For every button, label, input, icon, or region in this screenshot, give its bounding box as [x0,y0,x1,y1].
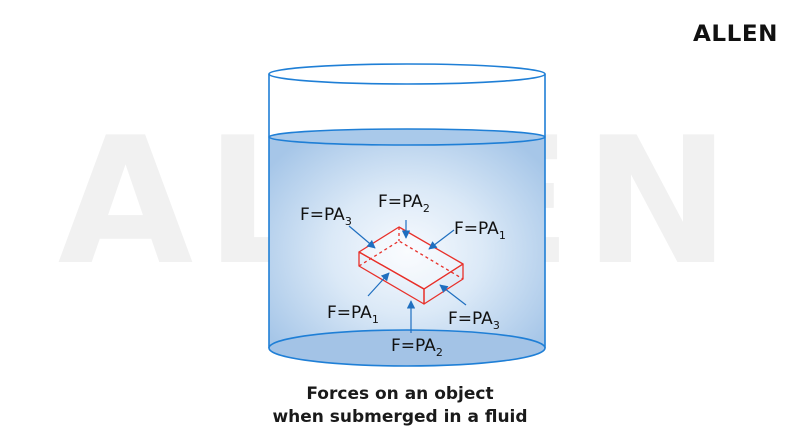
label-bottom: F=PA2 [391,336,443,359]
force-arrows [348,220,467,333]
allen-logo: ALLEN [692,22,779,47]
submerged-block [358,226,464,305]
label-top-right: F=PA1 [454,219,506,242]
label-top-left: F=PA3 [300,205,352,228]
label-bottom-left: F=PA1 [327,303,379,326]
water-surface [268,128,546,146]
label-top: F=PA2 [378,192,430,215]
arrow-top-right [428,229,455,250]
caption-line-2: when submerged in a fluid [272,407,528,427]
arrow-bottom-right [439,284,467,306]
beaker-rim [268,63,546,85]
water-fill [269,137,545,366]
arrow-top-left [348,225,376,249]
arrow-bottom-left [367,272,390,297]
beaker-base [268,329,546,367]
caption-line-1: Forces on an object [306,384,494,404]
label-bottom-right: F=PA3 [448,309,500,332]
